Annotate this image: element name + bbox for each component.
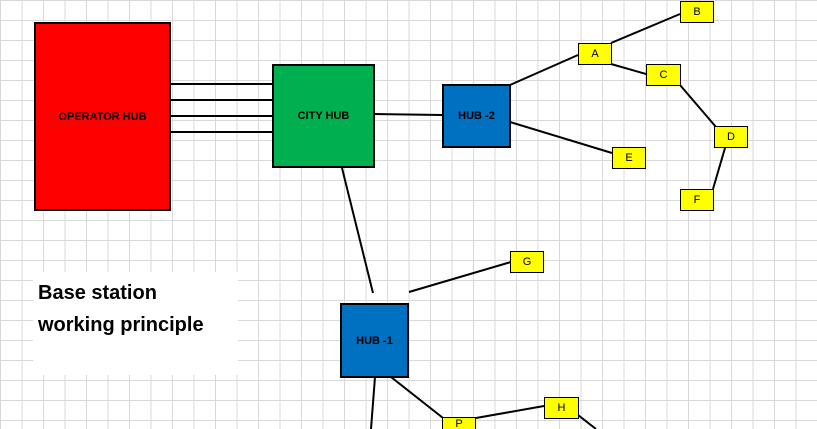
node-g: G [510,251,544,273]
operator-hub-label: OPERATOR HUB [58,110,147,123]
node-h: H [544,397,579,419]
link-city-hub1 [341,167,374,294]
link-c-d [679,84,717,128]
caption-panel [33,272,238,375]
link-d-f [712,147,726,190]
node-p: P [442,417,476,429]
node-c: C [646,64,681,86]
node-p-label: P [455,418,463,429]
link-city-hub2 [373,113,443,116]
operator-hub-node: OPERATOR HUB [34,22,171,211]
node-f-label: F [693,194,701,206]
node-e: E [612,147,646,169]
link-p-h [475,405,545,419]
link-a-b [610,13,681,44]
node-a: A [578,43,612,65]
link-hub1-g [408,261,512,293]
node-a-label: A [591,48,599,60]
link-hub2-a [509,54,579,86]
city-hub-label: CITY HUB [297,110,350,122]
link-hub2-e [509,121,613,154]
link-hub1-down [370,376,376,429]
node-d-label: D [727,131,735,143]
node-b: B [680,1,714,23]
node-e-label: E [625,152,633,164]
node-f: F [680,189,714,211]
node-c-label: C [659,69,668,81]
link-a-c [610,63,647,75]
hub-1-label: HUB -1 [356,334,393,347]
hub-2-node: HUB -2 [442,84,511,148]
link-hub1-p [390,376,444,419]
node-g-label: G [522,256,532,268]
node-h-label: H [557,402,566,414]
hub-2-label: HUB -2 [458,110,495,122]
city-hub-node: CITY HUB [272,64,375,168]
diagram-caption: Base station working principle [38,282,204,336]
node-d: D [714,126,748,148]
hub-1-node: HUB -1 [340,303,409,378]
node-b-label: B [693,6,701,18]
link-h-down [577,414,597,429]
